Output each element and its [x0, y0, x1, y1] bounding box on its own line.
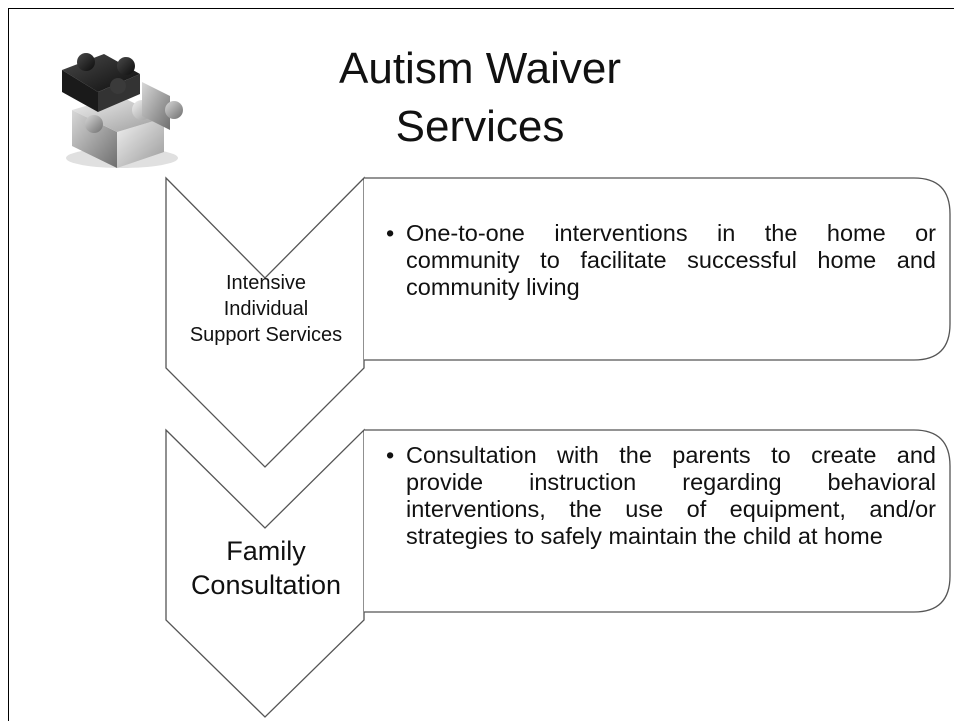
bullet-list-2: Consultation with the parents to create … — [384, 442, 936, 550]
service-label-1-line-2: Individual — [223, 298, 309, 320]
chevron-shape-2 — [165, 428, 365, 718]
service-label-1-line-3: Support Services — [189, 324, 343, 346]
chevron-shape-1 — [165, 176, 365, 468]
service-description-2: Consultation with the parents to create … — [384, 442, 936, 550]
bullet-item-2: Consultation with the parents to create … — [386, 442, 936, 550]
service-label-2: Family Consultation — [166, 534, 366, 602]
service-label-2-line-2: Consultation — [190, 570, 342, 600]
title-line-2: Services — [395, 102, 565, 151]
service-label-1-line-1: Intensive — [225, 272, 307, 294]
service-description-1: One-to-one interventions in the home or … — [384, 220, 936, 301]
slide-frame — [8, 8, 954, 721]
service-label-2-line-1: Family — [226, 536, 306, 566]
bullet-item-1: One-to-one interventions in the home or … — [386, 220, 936, 301]
page-title: Autism Waiver Services — [250, 40, 710, 156]
bullet-list-1: One-to-one interventions in the home or … — [384, 220, 936, 301]
puzzle-pieces-icon — [62, 53, 183, 168]
title-line-1: Autism Waiver — [339, 44, 621, 93]
service-label-1: Intensive Individual Support Services — [166, 270, 366, 348]
